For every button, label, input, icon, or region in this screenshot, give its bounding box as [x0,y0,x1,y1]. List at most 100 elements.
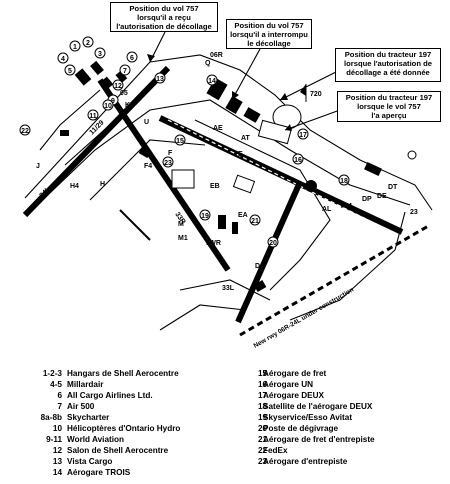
marker-16: 16 [292,153,304,165]
callout-tractor-at-clearance: Position du tracteur 197 lorsque l'autor… [335,48,441,82]
north-arrow [300,84,307,102]
svg-text:2: 2 [86,40,90,47]
marker-10: 10 [102,99,114,111]
label-U: U [144,119,149,126]
legend-item: 21Aérogare de fret d'entrepiste [258,435,375,444]
legend-item: 18Satellite de l'aérogare DEUX [258,402,373,411]
taxiway-link [119,209,151,241]
label-EA: EA [238,212,248,219]
runway-15L-33R [97,78,231,272]
marker-22: 22 [19,124,31,136]
label-M: M [178,221,184,228]
marker-14: 14 [206,74,218,86]
label-720: 720 [310,91,322,98]
svg-text:14: 14 [208,78,216,85]
svg-text:20: 20 [269,240,277,247]
marker-15: 15 [174,134,186,146]
svg-text:7: 7 [123,68,127,75]
label-AE: AE [213,125,223,132]
legend-item: 16Aérogare UN [258,380,314,389]
marker-18: 18 [338,174,350,186]
svg-text:10: 10 [104,103,112,110]
runway-centerline [167,119,401,237]
callout-757-rejected-takeoff: Position du vol 757 lorsqu'il a interrom… [226,19,312,49]
svg-text:19: 19 [201,213,209,220]
runway-06L-24R [22,65,171,218]
svg-text:22: 22 [21,128,29,135]
label-AM: AM [341,203,352,210]
svg-text:6: 6 [130,55,134,62]
legend-item: 15Aérogare de fret [258,369,327,378]
marker-4: 4 [57,52,69,64]
runway-under-construction [239,223,431,337]
label-runway-33L: 33L [222,285,235,292]
arrow-callout-2 [231,48,261,101]
label-AL: AL [322,206,332,213]
marker-6: 6 [126,51,138,63]
legend-item: 19Skyservice/Esso Avitat [258,413,353,422]
svg-text:17: 17 [299,132,307,139]
svg-text:13: 13 [156,76,164,83]
arrow-callout-4 [284,109,341,131]
marker-12: 12 [112,79,124,91]
marker-11: 11 [87,109,99,121]
site-markers: 1 2 3 4 5 6 7 9 10 11 12 13 14 15 16 17 … [19,36,350,248]
arrow-callout-3 [279,69,341,101]
satellite-star [305,180,317,192]
svg-text:3: 3 [98,51,102,58]
svg-text:21: 21 [251,218,259,225]
marker-17: 17 [297,128,309,140]
label-TWR: TWR [205,240,221,247]
marker-19: 19 [199,209,211,221]
svg-text:9: 9 [111,98,115,105]
callout-757-takeoff-clearance: Position du vol 757 lorsqu'il a reçu l'a… [110,2,218,32]
marker-23: 23 [162,156,174,168]
label-K: K [125,102,130,109]
label-J: J [36,163,40,170]
svg-text:16: 16 [294,157,302,164]
label-Q: Q [205,60,211,67]
label-runway-23: 23 [410,209,418,216]
svg-text:11: 11 [89,113,97,120]
marker-20: 20 [267,236,279,248]
terminal-23 [171,169,195,189]
legend-item: 17Aérogare DEUX [258,391,324,400]
marker-7: 7 [119,64,131,76]
callout-arrowheads [147,54,292,131]
label-AT: AT [241,135,251,142]
svg-text:23: 23 [164,160,172,167]
marker-5: 5 [64,64,76,76]
svg-text:4: 4 [61,56,65,63]
label-E: E [238,151,243,158]
svg-text:15: 15 [176,138,184,145]
label-D: D [255,263,260,270]
runways [22,65,404,324]
label-runway-06R: 06R [210,52,223,59]
label-DE: DE [377,193,387,200]
legend-item: 22FedEx [258,446,288,455]
buildings [60,60,382,292]
callout-arrows [149,31,341,131]
marker-2: 2 [82,36,94,48]
svg-text:12: 12 [114,83,122,90]
marker-21: 21 [249,214,261,226]
marker-13: 13 [154,72,166,84]
label-F: F [168,150,173,157]
runway-15R-33L [235,180,303,324]
label-runway-05: 05 [120,90,128,97]
label-DT: DT [388,184,398,191]
label-M1: M1 [178,235,188,242]
legend-item: 23Aérogare d'entrepiste [258,457,348,466]
svg-text:1: 1 [73,44,77,51]
label-H: H [100,181,105,188]
svg-text:5: 5 [68,68,72,75]
